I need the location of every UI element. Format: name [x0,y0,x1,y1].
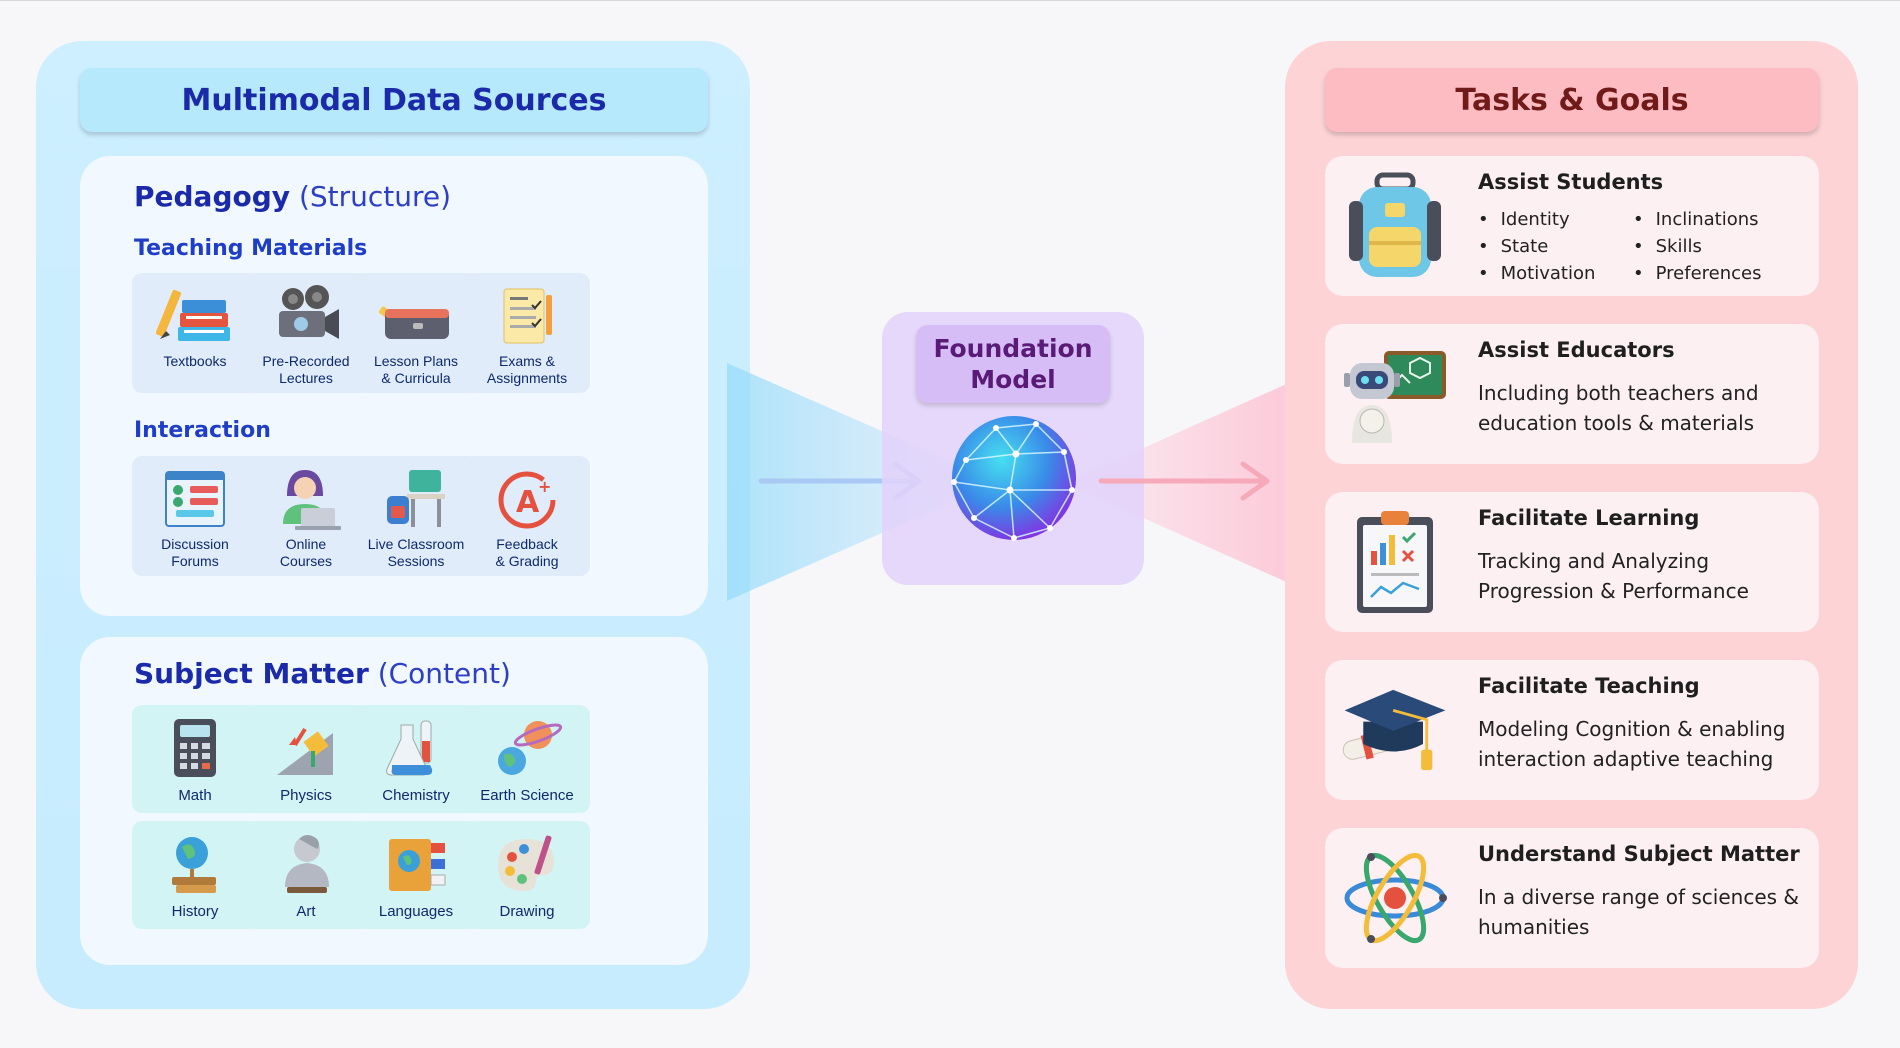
pedagogy-title-main: Pedagogy [134,180,291,213]
grade-a-plus-icon: A + [488,464,566,534]
subject-title-main: Subject Matter [134,657,369,690]
tile-math: Math [132,705,258,813]
classroom-desk-icon [377,464,455,534]
tile-pre-recorded-lectures: Pre-Recorded Lectures [243,273,369,393]
tasks-goals-title: Tasks & Goals [1455,82,1689,118]
tasks-goals-header: Tasks & Goals [1325,68,1819,132]
tile-physics: Physics [243,705,369,813]
subject-title: Subject Matter (Content) [134,657,511,690]
task-facilitate-teaching: Facilitate Teaching Modeling Cognition &… [1325,660,1819,800]
output-arrow [1098,461,1270,501]
tile-chemistry-label: Chemistry [382,787,450,804]
task-facilitate-learning-desc: Tracking and Analyzing Progression & Per… [1478,549,1749,603]
tile-art: Art [243,821,369,929]
tile-live-classroom-label: Live Classroom Sessions [367,536,465,569]
data-sources-header: Multimodal Data Sources [80,68,708,132]
task-assist-educators: Assist Educators Including both teachers… [1325,324,1819,464]
bullet-skills: Skills [1633,233,1762,260]
tile-languages: Languages [353,821,479,929]
task-understand-subject-matter: Understand Subject Matter In a diverse r… [1325,828,1819,968]
bullet-inclinations: Inclinations [1633,206,1762,233]
graduation-cap-icon [1339,674,1451,786]
textbooks-icon [156,281,234,351]
tile-online-label: Online Courses [279,536,333,569]
tile-chemistry: Chemistry [353,705,479,813]
students-bullets-right: Inclinations Skills Preferences [1633,206,1762,287]
incline-physics-icon [267,713,345,783]
task-assist-students: Assist Students Identity State Motivatio… [1325,156,1819,296]
globe-books-icon [156,829,234,899]
svg-text:+: + [538,477,551,496]
subject-title-paren: (Content) [377,657,511,690]
clipboard-chart-icon [1339,506,1451,618]
task-facilitate-teaching-desc: Modeling Cognition & enabling interactio… [1478,717,1786,771]
students-bullets-left: Identity State Motivation [1478,206,1596,287]
tile-earth-science-label: Earth Science [480,787,574,804]
pedagogy-title: Pedagogy (Structure) [134,180,451,213]
neural-sphere-icon [946,410,1082,546]
tile-lesson-plans: Lesson Plans & Curricula [353,273,479,393]
tile-feedback-grading: A + Feedback & Grading [464,456,590,576]
bullet-state: State [1478,233,1595,260]
tile-textbooks-label: Textbooks [163,353,227,369]
tile-art-label: Art [296,903,316,920]
tile-drawing-label: Drawing [499,903,555,920]
tile-physics-label: Physics [280,787,332,804]
foundation-model-box: Foundation Model [882,312,1144,585]
tile-math-label: Math [178,787,212,804]
pencil-case-icon [377,281,455,351]
teaching-materials-title: Teaching Materials [134,236,368,261]
tile-earth-science: Earth Science [464,705,590,813]
bullet-identity: Identity [1478,206,1595,233]
tile-drawing: Drawing [464,821,590,929]
bust-statue-icon [267,829,345,899]
tile-lesson-plans-label: Lesson Plans & Curricula [373,353,459,386]
task-facilitate-teaching-title: Facilitate Teaching [1478,674,1700,698]
atom-icon [1339,842,1451,954]
tile-textbooks: Textbooks [132,273,258,393]
tasks-goals-panel: Tasks & Goals Assist Students Identity S… [1285,41,1858,1009]
robot-teacher-icon [1339,338,1451,450]
calculator-icon [156,713,234,783]
tile-pre-recorded-label: Pre-Recorded Lectures [262,353,350,386]
task-assist-educators-desc: Including both teachers and education to… [1478,381,1759,435]
pedagogy-card: Pedagogy (Structure) Teaching Materials [80,156,708,616]
tile-discussion-label: Discussion Forums [161,536,229,569]
bullet-preferences: Preferences [1633,260,1762,287]
task-facilitate-learning-title: Facilitate Learning [1478,506,1700,530]
tile-exams: Exams & Assignments [464,273,590,393]
task-assist-students-title: Assist Students [1478,170,1664,194]
tile-exams-label: Exams & Assignments [486,353,568,386]
student-laptop-icon [267,464,345,534]
language-book-icon [377,829,455,899]
tile-discussion-forums: Discussion Forums [132,456,258,576]
tile-live-classroom: Live Classroom Sessions [353,456,479,576]
exam-sheet-icon [488,281,566,351]
tile-history: History [132,821,258,929]
task-understand-subject-desc: In a diverse range of sciences & humanit… [1478,885,1800,939]
bullet-motivation: Motivation [1478,260,1596,287]
data-sources-title: Multimodal Data Sources [181,82,607,118]
foundation-model-label: Foundation Model [916,325,1110,403]
task-facilitate-learning: Facilitate Learning Tracking and Analyzi… [1325,492,1819,632]
subject-matter-card: Subject Matter (Content) [80,637,708,965]
svg-text:A: A [516,485,540,520]
tile-history-label: History [171,903,219,920]
task-understand-subject-title: Understand Subject Matter [1478,842,1800,866]
forum-board-icon [156,464,234,534]
tile-languages-label: Languages [378,903,454,920]
backpack-icon [1339,170,1451,282]
data-sources-panel: Multimodal Data Sources Pedagogy (Struct… [36,41,750,1009]
palette-icon [488,829,566,899]
tile-online-courses: Online Courses [243,456,369,576]
tile-feedback-label: Feedback & Grading [495,536,559,569]
video-camera-icon [267,281,345,351]
flask-icon [377,713,455,783]
task-assist-educators-title: Assist Educators [1478,338,1675,362]
foundation-model-text: Foundation Model [933,334,1093,394]
interaction-title: Interaction [134,418,271,443]
pedagogy-title-paren: (Structure) [298,180,452,213]
planet-icon [488,713,566,783]
